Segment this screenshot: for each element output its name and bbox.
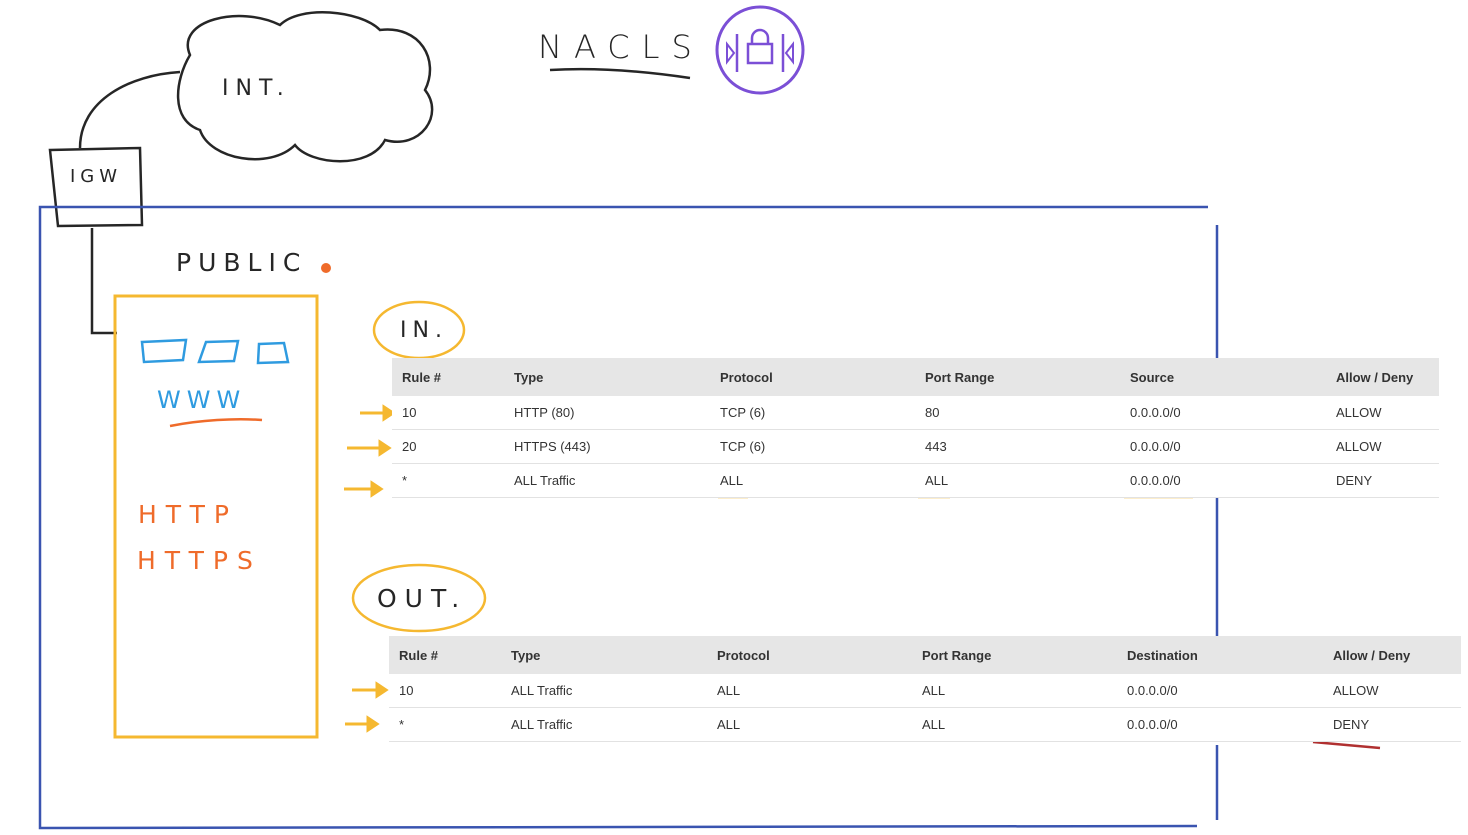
public-subnet-label: PUBLIC [176, 248, 308, 277]
www-label: WWW [157, 386, 247, 414]
outbound-label: OUT. [377, 584, 468, 613]
rule-action: ALLOW [1326, 396, 1439, 430]
outbound-header-row: Rule # Type Protocol Port Range Destinat… [389, 636, 1461, 674]
nacl-icon [715, 5, 805, 95]
deny-underline-outbound [1312, 740, 1381, 750]
rule-source: 0.0.0.0/0 [1120, 463, 1326, 498]
igw-subnet-line [90, 228, 117, 335]
rule-protocol: ALL [707, 674, 912, 708]
column-header: Type [501, 636, 707, 674]
https-label: HTTPS [137, 546, 262, 575]
igw-label: IGW [70, 166, 123, 187]
instance-1 [140, 338, 188, 364]
rule-action: DENY [1326, 463, 1439, 498]
internet-label: INT. [222, 76, 291, 101]
rule-type: ALL Traffic [501, 707, 707, 742]
rule-source: 0.0.0.0/0 [1120, 396, 1326, 430]
inbound-rules-table: Rule # Type Protocol Port Range Source A… [392, 358, 1439, 498]
rule-type: ALL Traffic [501, 674, 707, 708]
rule-port-range: ALL [912, 707, 1117, 742]
instance-3 [256, 341, 290, 365]
title-underline [549, 67, 691, 80]
rule-number: 20 [392, 429, 504, 464]
column-header: Destination [1117, 636, 1323, 674]
http-label: HTTP [138, 500, 238, 529]
public-subnet [113, 294, 319, 739]
table-row: * ALL Traffic ALL ALL 0.0.0.0/0 DENY [389, 707, 1461, 742]
rule-port-range: 80 [915, 396, 1120, 430]
column-header: Port Range [912, 636, 1117, 674]
column-header: Allow / Deny [1323, 636, 1461, 674]
column-header: Type [504, 358, 710, 396]
rule-port-range: ALL [912, 674, 1117, 708]
table-row: 10 HTTP (80) TCP (6) 80 0.0.0.0/0 ALLOW [392, 396, 1439, 430]
inbound-header-row: Rule # Type Protocol Port Range Source A… [392, 358, 1439, 396]
rule-number: * [389, 707, 501, 742]
column-header: Rule # [392, 358, 504, 396]
rule-protocol: TCP (6) [710, 396, 915, 430]
internet-cloud [176, 11, 434, 163]
rule-type: HTTPS (443) [504, 429, 710, 464]
column-header: Allow / Deny [1326, 358, 1439, 396]
out-circle [351, 563, 487, 633]
outbound-rules-table: Rule # Type Protocol Port Range Destinat… [389, 636, 1461, 742]
rule-type: HTTP (80) [504, 396, 710, 430]
rule-port-range: ALL [915, 463, 1120, 498]
rule-protocol: ALL [710, 463, 915, 498]
www-underline [169, 418, 263, 428]
rule-source: 0.0.0.0/0 [1120, 429, 1326, 464]
rule-number: * [392, 463, 504, 498]
rule-number: 10 [389, 674, 501, 708]
rule-action: DENY [1323, 707, 1461, 742]
rule-number: 10 [392, 396, 504, 430]
instance-2 [197, 339, 240, 364]
column-header: Protocol [710, 358, 915, 396]
rule-protocol: TCP (6) [710, 429, 915, 464]
table-row: 20 HTTPS (443) TCP (6) 443 0.0.0.0/0 ALL… [392, 429, 1439, 464]
column-header: Rule # [389, 636, 501, 674]
rule-type: ALL Traffic [504, 463, 710, 498]
column-header: Source [1120, 358, 1326, 396]
vpc-boundary [38, 205, 1208, 830]
outbound-arrows [345, 681, 389, 733]
public-dot [321, 263, 331, 273]
igw-box [48, 146, 144, 228]
rule-destination: 0.0.0.0/0 [1117, 707, 1323, 742]
rule-port-range: 443 [915, 429, 1120, 464]
rule-destination: 0.0.0.0/0 [1117, 674, 1323, 708]
table-row: 10 ALL Traffic ALL ALL 0.0.0.0/0 ALLOW [389, 674, 1461, 708]
rule-action: ALLOW [1326, 429, 1439, 464]
inbound-arrows [344, 404, 396, 498]
column-header: Port Range [915, 358, 1120, 396]
cloud-igw-line [78, 70, 181, 149]
inbound-label: IN. [400, 318, 448, 343]
column-header: Protocol [707, 636, 912, 674]
rule-action: ALLOW [1323, 674, 1461, 708]
table-row: * ALL Traffic ALL ALL 0.0.0.0/0 DENY [392, 463, 1439, 498]
rule-protocol: ALL [707, 707, 912, 742]
page-title: NACLS [538, 28, 704, 66]
